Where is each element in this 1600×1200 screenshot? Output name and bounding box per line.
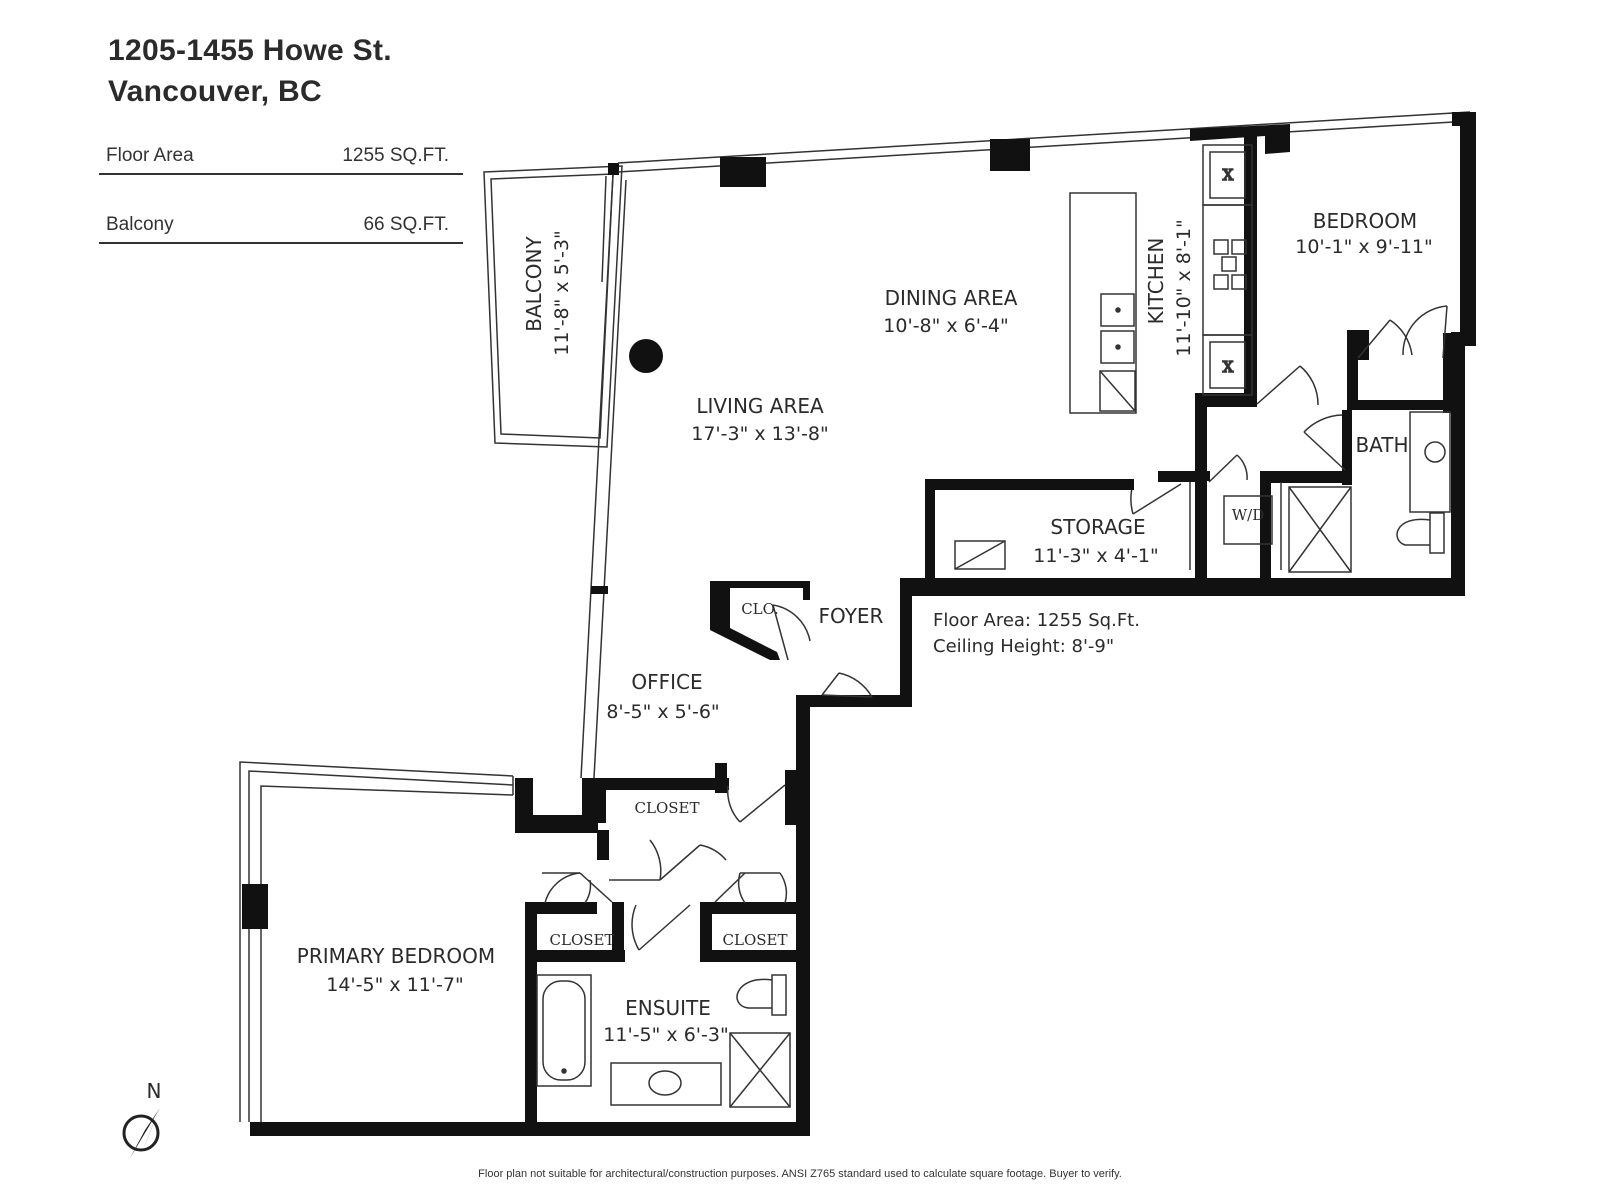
office-label: OFFICE bbox=[631, 670, 702, 694]
svg-text:X: X bbox=[1223, 358, 1234, 376]
balcony-dims: 11'-8" x 5'-3" bbox=[551, 230, 573, 355]
closet-doors bbox=[542, 784, 788, 951]
plan-ceiling-height: Ceiling Height: 8'-9" bbox=[933, 636, 1114, 657]
floor-area-value: 1255 SQ.FT. bbox=[342, 145, 449, 166]
ensuite-label: ENSUITE bbox=[625, 996, 711, 1020]
storage-dims: 11'-3" x 4'-1" bbox=[1033, 545, 1158, 567]
foyer-label: FOYER bbox=[819, 604, 884, 628]
svg-text:X: X bbox=[1223, 166, 1234, 184]
bedroom-wall-top bbox=[1190, 124, 1290, 154]
bedroom-dims: 10'-1" x 9'-11" bbox=[1295, 236, 1433, 258]
balcony-label: BALCONY bbox=[522, 236, 546, 332]
dining-label: DINING AREA bbox=[885, 286, 1018, 310]
closet-right-label: CLOSET bbox=[723, 931, 788, 949]
clo-label: CLO. bbox=[741, 600, 779, 618]
window-mullion bbox=[591, 586, 608, 594]
dining-dims: 10'-8" x 6'-4" bbox=[883, 315, 1008, 337]
ensuite-dims: 11'-5" x 6'-3" bbox=[603, 1024, 728, 1046]
entry-door bbox=[821, 672, 873, 698]
pendant-light bbox=[629, 339, 663, 373]
kitchen-label: KITCHEN bbox=[1144, 238, 1168, 325]
north-label: N bbox=[147, 1079, 162, 1103]
disclaimer: Floor plan not suitable for architectura… bbox=[478, 1168, 1122, 1180]
closet-top-label: CLOSET bbox=[635, 799, 700, 817]
address-line-2: Vancouver, BC bbox=[108, 75, 322, 108]
north-arrow-icon: N bbox=[122, 1079, 162, 1158]
storage-label: STORAGE bbox=[1050, 515, 1145, 539]
floor-area-label: Floor Area bbox=[106, 145, 194, 166]
column bbox=[720, 157, 766, 187]
interior-walls bbox=[515, 763, 800, 1135]
window-mullion-2 bbox=[608, 163, 619, 175]
bath-fixtures bbox=[1288, 411, 1451, 573]
room-labels: BALCONY 11'-8" x 5'-3" DINING AREA 10'-8… bbox=[297, 209, 1433, 1046]
plan-floor-area: Floor Area: 1255 Sq.Ft. bbox=[933, 610, 1140, 631]
kitchen-counter: X X bbox=[1202, 144, 1253, 396]
bedroom-door bbox=[1256, 305, 1448, 406]
washer-dryer bbox=[1223, 495, 1273, 545]
storage-unit bbox=[954, 454, 1282, 570]
balcony-area-row: Balcony 66 SQ.FT. bbox=[99, 208, 463, 244]
balcony-outline bbox=[483, 165, 623, 448]
office-dims: 8'-5" x 5'-6" bbox=[606, 701, 719, 723]
column bbox=[990, 139, 1030, 171]
kitchen-island bbox=[1069, 192, 1137, 414]
bedroom-label: BEDROOM bbox=[1313, 209, 1417, 233]
living-dims: 17'-3" x 13'-8" bbox=[691, 423, 829, 445]
foyer-closet bbox=[710, 581, 811, 661]
bath-label: BATH bbox=[1355, 433, 1408, 457]
balcony-area-label: Balcony bbox=[106, 214, 174, 235]
primary-window-frame bbox=[239, 761, 514, 1122]
balcony-area-value: 66 SQ.FT. bbox=[363, 214, 449, 235]
primary-bedroom-label: PRIMARY BEDROOM bbox=[297, 944, 495, 968]
address-line-1: 1205-1455 Howe St. bbox=[108, 34, 392, 67]
floor-area-row: Floor Area 1255 SQ.FT. bbox=[99, 139, 463, 175]
kitchen-dims: 11'-10" x 8'-1" bbox=[1173, 219, 1195, 357]
bath-door bbox=[1303, 414, 1346, 471]
living-window-wall bbox=[580, 173, 627, 779]
column bbox=[242, 884, 268, 929]
living-label: LIVING AREA bbox=[696, 394, 824, 418]
closet-left-label: CLOSET bbox=[550, 931, 615, 949]
primary-bedroom-dims: 14'-5" x 11'-7" bbox=[326, 974, 464, 996]
wd-label: W/D bbox=[1232, 506, 1265, 524]
ensuite-fixtures bbox=[536, 974, 791, 1108]
